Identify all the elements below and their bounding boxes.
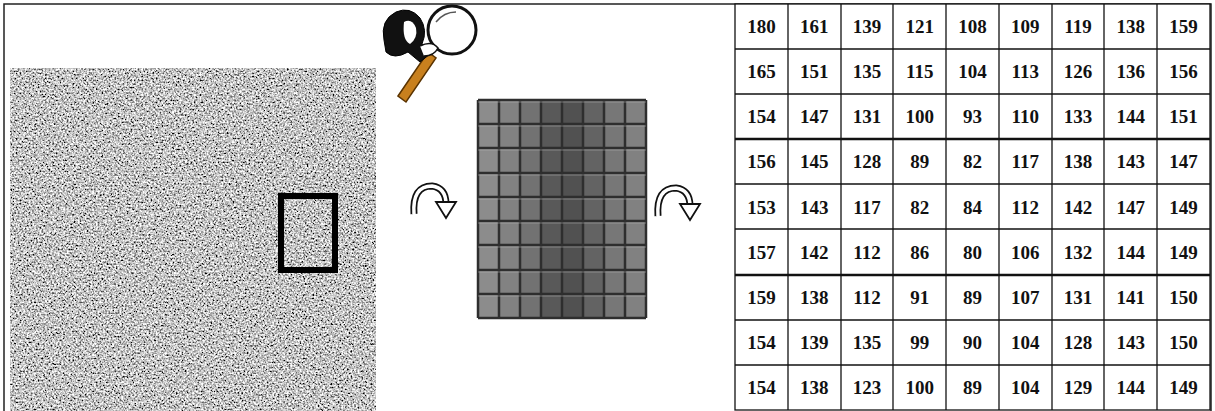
table-cell: 89 [910,152,929,171]
table-cell: 154 [747,378,776,397]
table-cell: 153 [747,198,776,217]
table-cell: 159 [747,288,776,307]
table-cell: 128 [1064,333,1093,352]
table-cell: 161 [800,17,829,36]
table-cell: 104 [1011,333,1040,352]
table-cell: 112 [853,243,880,262]
table-cell: 144 [1117,378,1146,397]
table-cell: 151 [1169,107,1198,126]
table-cell: 156 [1169,62,1198,81]
table-cell: 151 [800,62,829,81]
table-cell: 89 [963,288,982,307]
table-cell: 150 [1169,333,1198,352]
selection-box [281,196,335,270]
magnifier-icon [383,6,476,102]
table-cell: 86 [910,243,929,262]
table-cell: 126 [1064,62,1093,81]
table-cell: 133 [1064,107,1093,126]
table-cell: 110 [1012,107,1039,126]
table-cell: 117 [1012,152,1039,171]
table-cell: 84 [963,198,982,217]
table-cell: 108 [958,17,987,36]
table-cell: 113 [1012,62,1039,81]
table-cell: 91 [910,288,929,307]
table-cell: 100 [905,107,934,126]
table-cell: 106 [1011,243,1040,262]
table-cell: 157 [747,243,776,262]
table-cell: 107 [1011,288,1040,307]
table-cell: 145 [800,152,829,171]
table-cell: 142 [1064,198,1093,217]
table-cell: 128 [853,152,882,171]
table-cell: 121 [905,17,934,36]
table-cell: 99 [910,333,929,352]
table-cell: 100 [905,378,934,397]
table-cell: 138 [800,288,829,307]
table-cell: 131 [1064,288,1093,307]
table-cell: 154 [747,107,776,126]
table-cell: 104 [1011,378,1040,397]
table-cell: 142 [800,243,829,262]
table-cell: 89 [963,378,982,397]
table-cell: 144 [1117,107,1146,126]
table-cell: 119 [1064,17,1091,36]
table-cell: 141 [1117,288,1146,307]
table-cell: 138 [800,378,829,397]
table-cell: 109 [1011,17,1040,36]
table-cell: 131 [853,107,882,126]
photo-ground [10,68,376,411]
table-cell: 136 [1117,62,1146,81]
table-cell: 93 [963,107,982,126]
table-cell: 117 [853,198,880,217]
table-cell: 138 [1064,152,1093,171]
table-cell: 112 [1012,198,1039,217]
table-cell: 112 [853,288,880,307]
table-cell: 144 [1117,243,1146,262]
table-cell: 149 [1169,243,1198,262]
curved-arrow [414,186,456,218]
frame [4,4,1211,411]
table-cell: 149 [1169,378,1198,397]
table-cell: 104 [958,62,987,81]
table-cell: 90 [963,333,982,352]
curved-arrow [658,188,700,220]
table-cell: 82 [910,198,929,217]
table-cell: 143 [800,198,829,217]
table-cell: 150 [1169,288,1198,307]
table-cell: 165 [747,62,776,81]
table-cell: 156 [747,152,776,171]
table-cell: 80 [963,243,982,262]
table-cell: 135 [853,62,882,81]
pixel-grid [478,100,646,318]
table-cell: 139 [853,17,882,36]
table-cell: 138 [1117,17,1146,36]
table-cell: 149 [1169,198,1198,217]
table-cell: 115 [906,62,933,81]
table-cell: 123 [853,378,882,397]
table-cell: 82 [963,152,982,171]
table-cell: 147 [1117,198,1146,217]
value-table [735,4,1210,410]
table-cell: 135 [853,333,882,352]
table-cell: 129 [1064,378,1093,397]
table-cell: 159 [1169,17,1198,36]
table-cell: 147 [800,107,829,126]
table-cell: 180 [747,17,776,36]
table-cell: 132 [1064,243,1093,262]
table-cell: 139 [800,333,829,352]
noise-photo [10,68,376,411]
table-cell: 143 [1117,152,1146,171]
table-cell: 143 [1117,333,1146,352]
table-cell: 147 [1169,152,1198,171]
table-cell: 154 [747,333,776,352]
